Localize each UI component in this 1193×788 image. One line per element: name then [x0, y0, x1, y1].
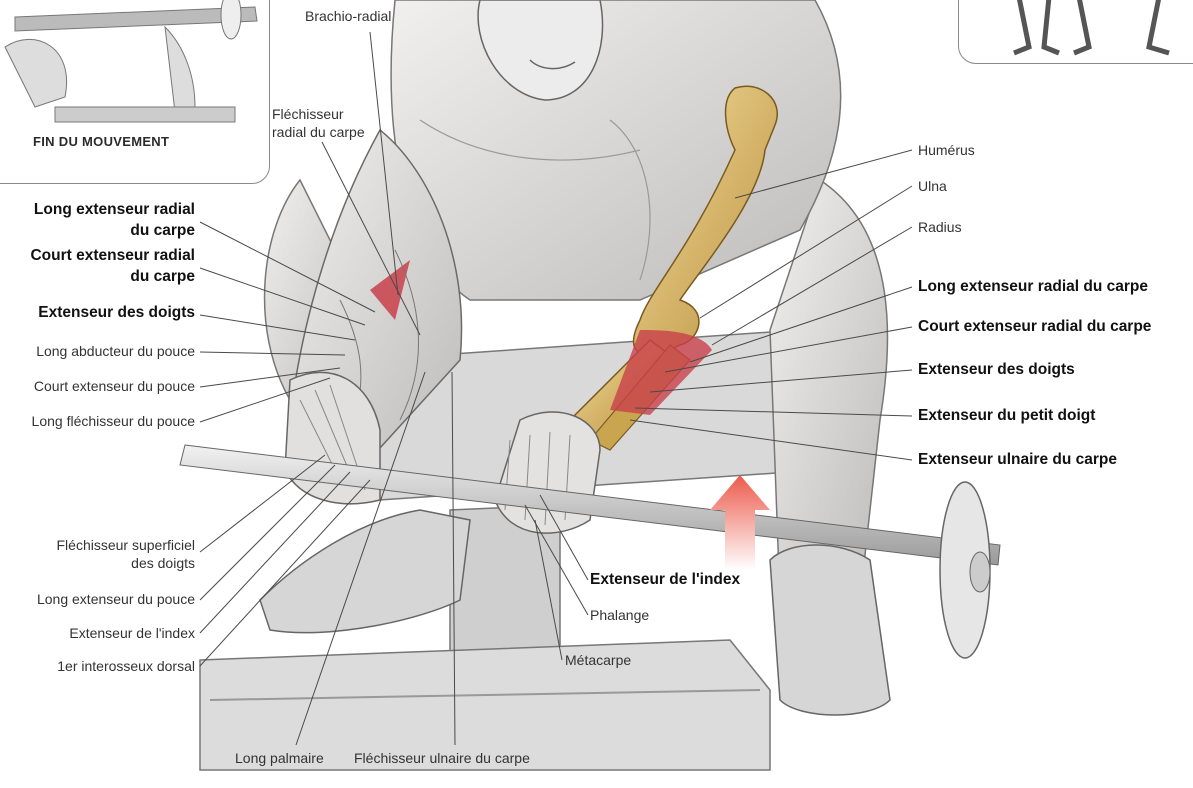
label-premier-interosseux-dorsal: 1er interosseux dorsal [57, 658, 195, 675]
label-radius: Radius [918, 219, 962, 236]
label-left-long-extenseur-radial-line2: du carpe [130, 221, 195, 241]
label-left-court-extenseur-radial-line1: Court extenseur radial [30, 246, 195, 266]
label-flechisseur-radial-line2: radial du carpe [272, 124, 365, 141]
label-extenseur-petit-doigt: Extenseur du petit doigt [918, 406, 1095, 426]
label-flechisseur-superficiel-line1: Fléchisseur superficiel [57, 537, 196, 554]
label-court-extenseur-pouce: Court extenseur du pouce [34, 378, 195, 395]
label-right-long-extenseur-radial: Long extenseur radial du carpe [918, 277, 1148, 297]
label-metacarpe: Métacarpe [565, 652, 631, 669]
label-brachio-radial: Brachio-radial [305, 8, 391, 25]
label-long-extenseur-pouce: Long extenseur du pouce [37, 591, 195, 608]
label-long-abducteur-pouce: Long abducteur du pouce [36, 343, 195, 360]
label-left-extenseur-index: Extenseur de l'index [69, 625, 195, 642]
label-long-flechisseur-pouce: Long fléchisseur du pouce [32, 413, 195, 430]
label-left-extenseur-doigts: Extenseur des doigts [38, 303, 195, 323]
label-humerus: Humérus [918, 142, 975, 159]
end-of-movement-inset: FIN DU MOUVEMENT [0, 0, 270, 184]
label-left-court-extenseur-radial-line2: du carpe [130, 267, 195, 287]
label-right-court-extenseur-radial: Court extenseur radial du carpe [918, 317, 1151, 337]
label-phalange: Phalange [590, 607, 649, 624]
inset-figure-legs [959, 0, 1193, 63]
start-of-movement-inset [958, 0, 1193, 64]
torso [391, 0, 841, 300]
label-long-palmaire: Long palmaire [235, 750, 324, 767]
label-flechisseur-superficiel-line2: des doigts [131, 555, 195, 572]
label-right-extenseur-doigts: Extenseur des doigts [918, 360, 1075, 380]
label-ulna: Ulna [918, 178, 947, 195]
label-flechisseur-ulnaire: Fléchisseur ulnaire du carpe [354, 750, 530, 767]
label-extenseur-ulnaire: Extenseur ulnaire du carpe [918, 450, 1117, 470]
label-flechisseur-radial-line1: Fléchisseur [272, 106, 344, 123]
inset-caption: FIN DU MOUVEMENT [33, 134, 169, 149]
label-right-extenseur-index: Extenseur de l'index [590, 570, 740, 590]
label-left-long-extenseur-radial-line1: Long extenseur radial [34, 200, 195, 220]
inset-figure [0, 0, 269, 183]
